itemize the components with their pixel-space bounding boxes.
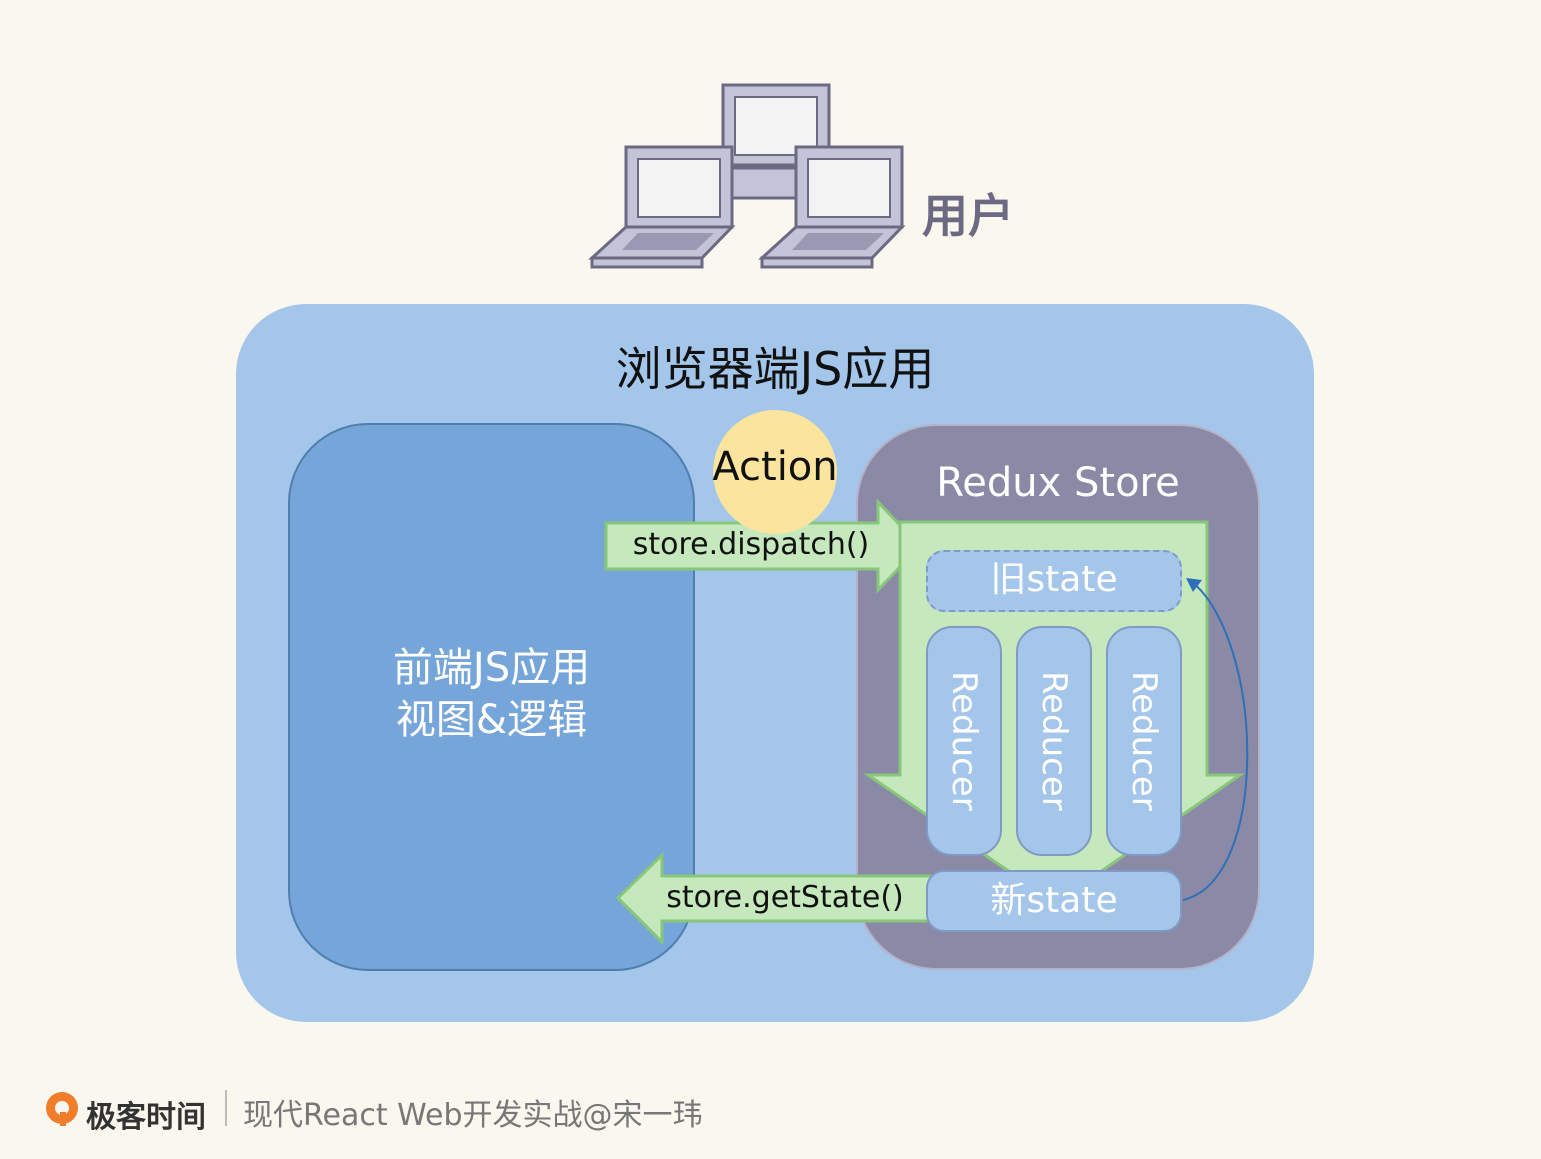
frontend-app-label: 前端JS应用 视图&逻辑 [288, 642, 695, 746]
browser-app-title: 浏览器端JS应用 [615, 342, 935, 396]
reducer-label: Reducer [944, 671, 984, 811]
reducer-label: Reducer [1124, 671, 1164, 811]
laptop-icon [588, 145, 736, 269]
action-circle [713, 410, 837, 534]
state-return-arrowhead [1186, 578, 1202, 592]
reducer-box: Reducer [926, 626, 1002, 856]
footer-divider [225, 1090, 227, 1126]
action-label: Action [712, 444, 838, 490]
laptop-icon [758, 145, 906, 269]
state-return-arrow [1182, 579, 1249, 901]
reducer-box: Reducer [1016, 626, 1092, 856]
reducer-box: Reducer [1106, 626, 1182, 856]
dispatch-label: store.dispatch() [632, 527, 870, 562]
frontend-app-box [288, 423, 695, 971]
getstate-arrow [615, 851, 934, 946]
getstate-label: store.getState() [666, 880, 904, 915]
frontend-app-line1: 前端JS应用 [392, 645, 591, 691]
old-state-box: 旧state [926, 550, 1182, 612]
users-laptops-icon [588, 83, 906, 269]
redux-store-title: Redux Store [936, 460, 1180, 506]
frontend-app-line2: 视图&逻辑 [395, 697, 588, 743]
users-label: 用户 [922, 189, 1014, 243]
footer-book-title: 现代React Web开发实战@宋一玮 [243, 1098, 703, 1133]
footer-logo-text: 极客时间 [86, 1100, 206, 1135]
geektime-logo-icon [46, 1092, 78, 1126]
new-state-box: 新state [926, 870, 1182, 932]
reducer-label: Reducer [1034, 671, 1074, 811]
